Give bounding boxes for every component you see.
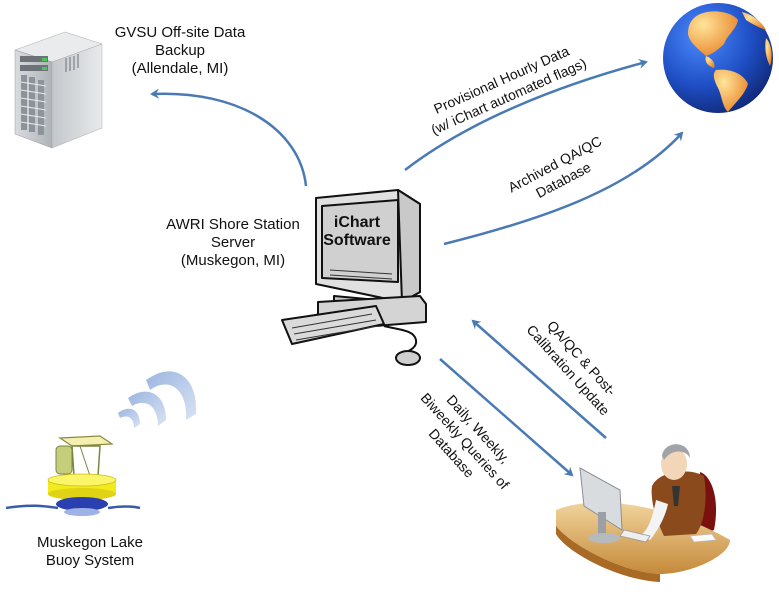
software-line2: Software xyxy=(323,232,391,249)
buoy-line2: Buoy System xyxy=(45,552,135,569)
buoy-line1: Muskegon Lake xyxy=(37,534,143,551)
arrow-archived-to-web xyxy=(443,131,684,246)
shore-server-line2: Server xyxy=(210,234,256,251)
arrow-queries-to-user xyxy=(439,358,574,477)
software-label: iChart Software xyxy=(316,214,398,250)
shore-server-label: AWRI Shore Station Server (Muskegon, MI) xyxy=(150,216,316,270)
software-line1: iChart xyxy=(333,214,381,231)
shore-server-line3: (Muskegon, MI) xyxy=(180,252,286,269)
shore-server-line1: AWRI Shore Station xyxy=(166,216,300,233)
arrow-provisional-to-web xyxy=(404,58,648,171)
arrow-qaqc-update-to-server xyxy=(471,319,607,439)
offsite-backup-label: GVSU Off-site Data Backup (Allendale, MI… xyxy=(100,24,260,78)
arrow-to-offsite-backup xyxy=(150,88,308,187)
offsite-backup-line1: GVSU Off-site Data xyxy=(114,24,246,41)
offsite-backup-line3: (Allendale, MI) xyxy=(131,60,229,77)
offsite-backup-line2: Backup xyxy=(154,42,206,59)
buoy-label: Muskegon Lake Buoy System xyxy=(20,534,160,570)
